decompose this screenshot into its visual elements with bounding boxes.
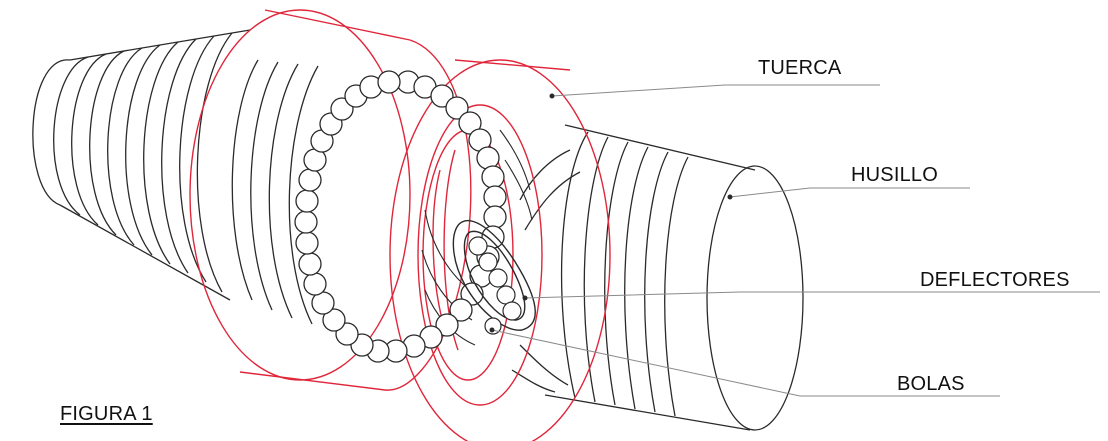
leader-dot-bolas bbox=[490, 328, 495, 333]
label-tuerca: TUERCA bbox=[758, 58, 841, 78]
leader-dots bbox=[490, 94, 733, 333]
leader-husillo bbox=[730, 188, 970, 197]
screw-shaft-left bbox=[33, 30, 318, 324]
leader-dot-deflectores bbox=[523, 296, 528, 301]
label-husillo: HUSILLO bbox=[851, 165, 938, 185]
ball-ring bbox=[295, 71, 506, 362]
figure-caption: FIGURA 1 bbox=[60, 404, 153, 424]
leader-dot-tuerca bbox=[550, 94, 555, 99]
leader-lines bbox=[492, 85, 1100, 396]
leader-dot-husillo bbox=[728, 195, 733, 200]
leader-tuerca bbox=[552, 85, 880, 96]
screw-shaft-right bbox=[512, 125, 803, 430]
label-bolas: BOLAS bbox=[897, 374, 965, 394]
label-deflectores: DEFLECTORES bbox=[920, 270, 1070, 290]
leader-deflectores bbox=[525, 292, 1100, 298]
